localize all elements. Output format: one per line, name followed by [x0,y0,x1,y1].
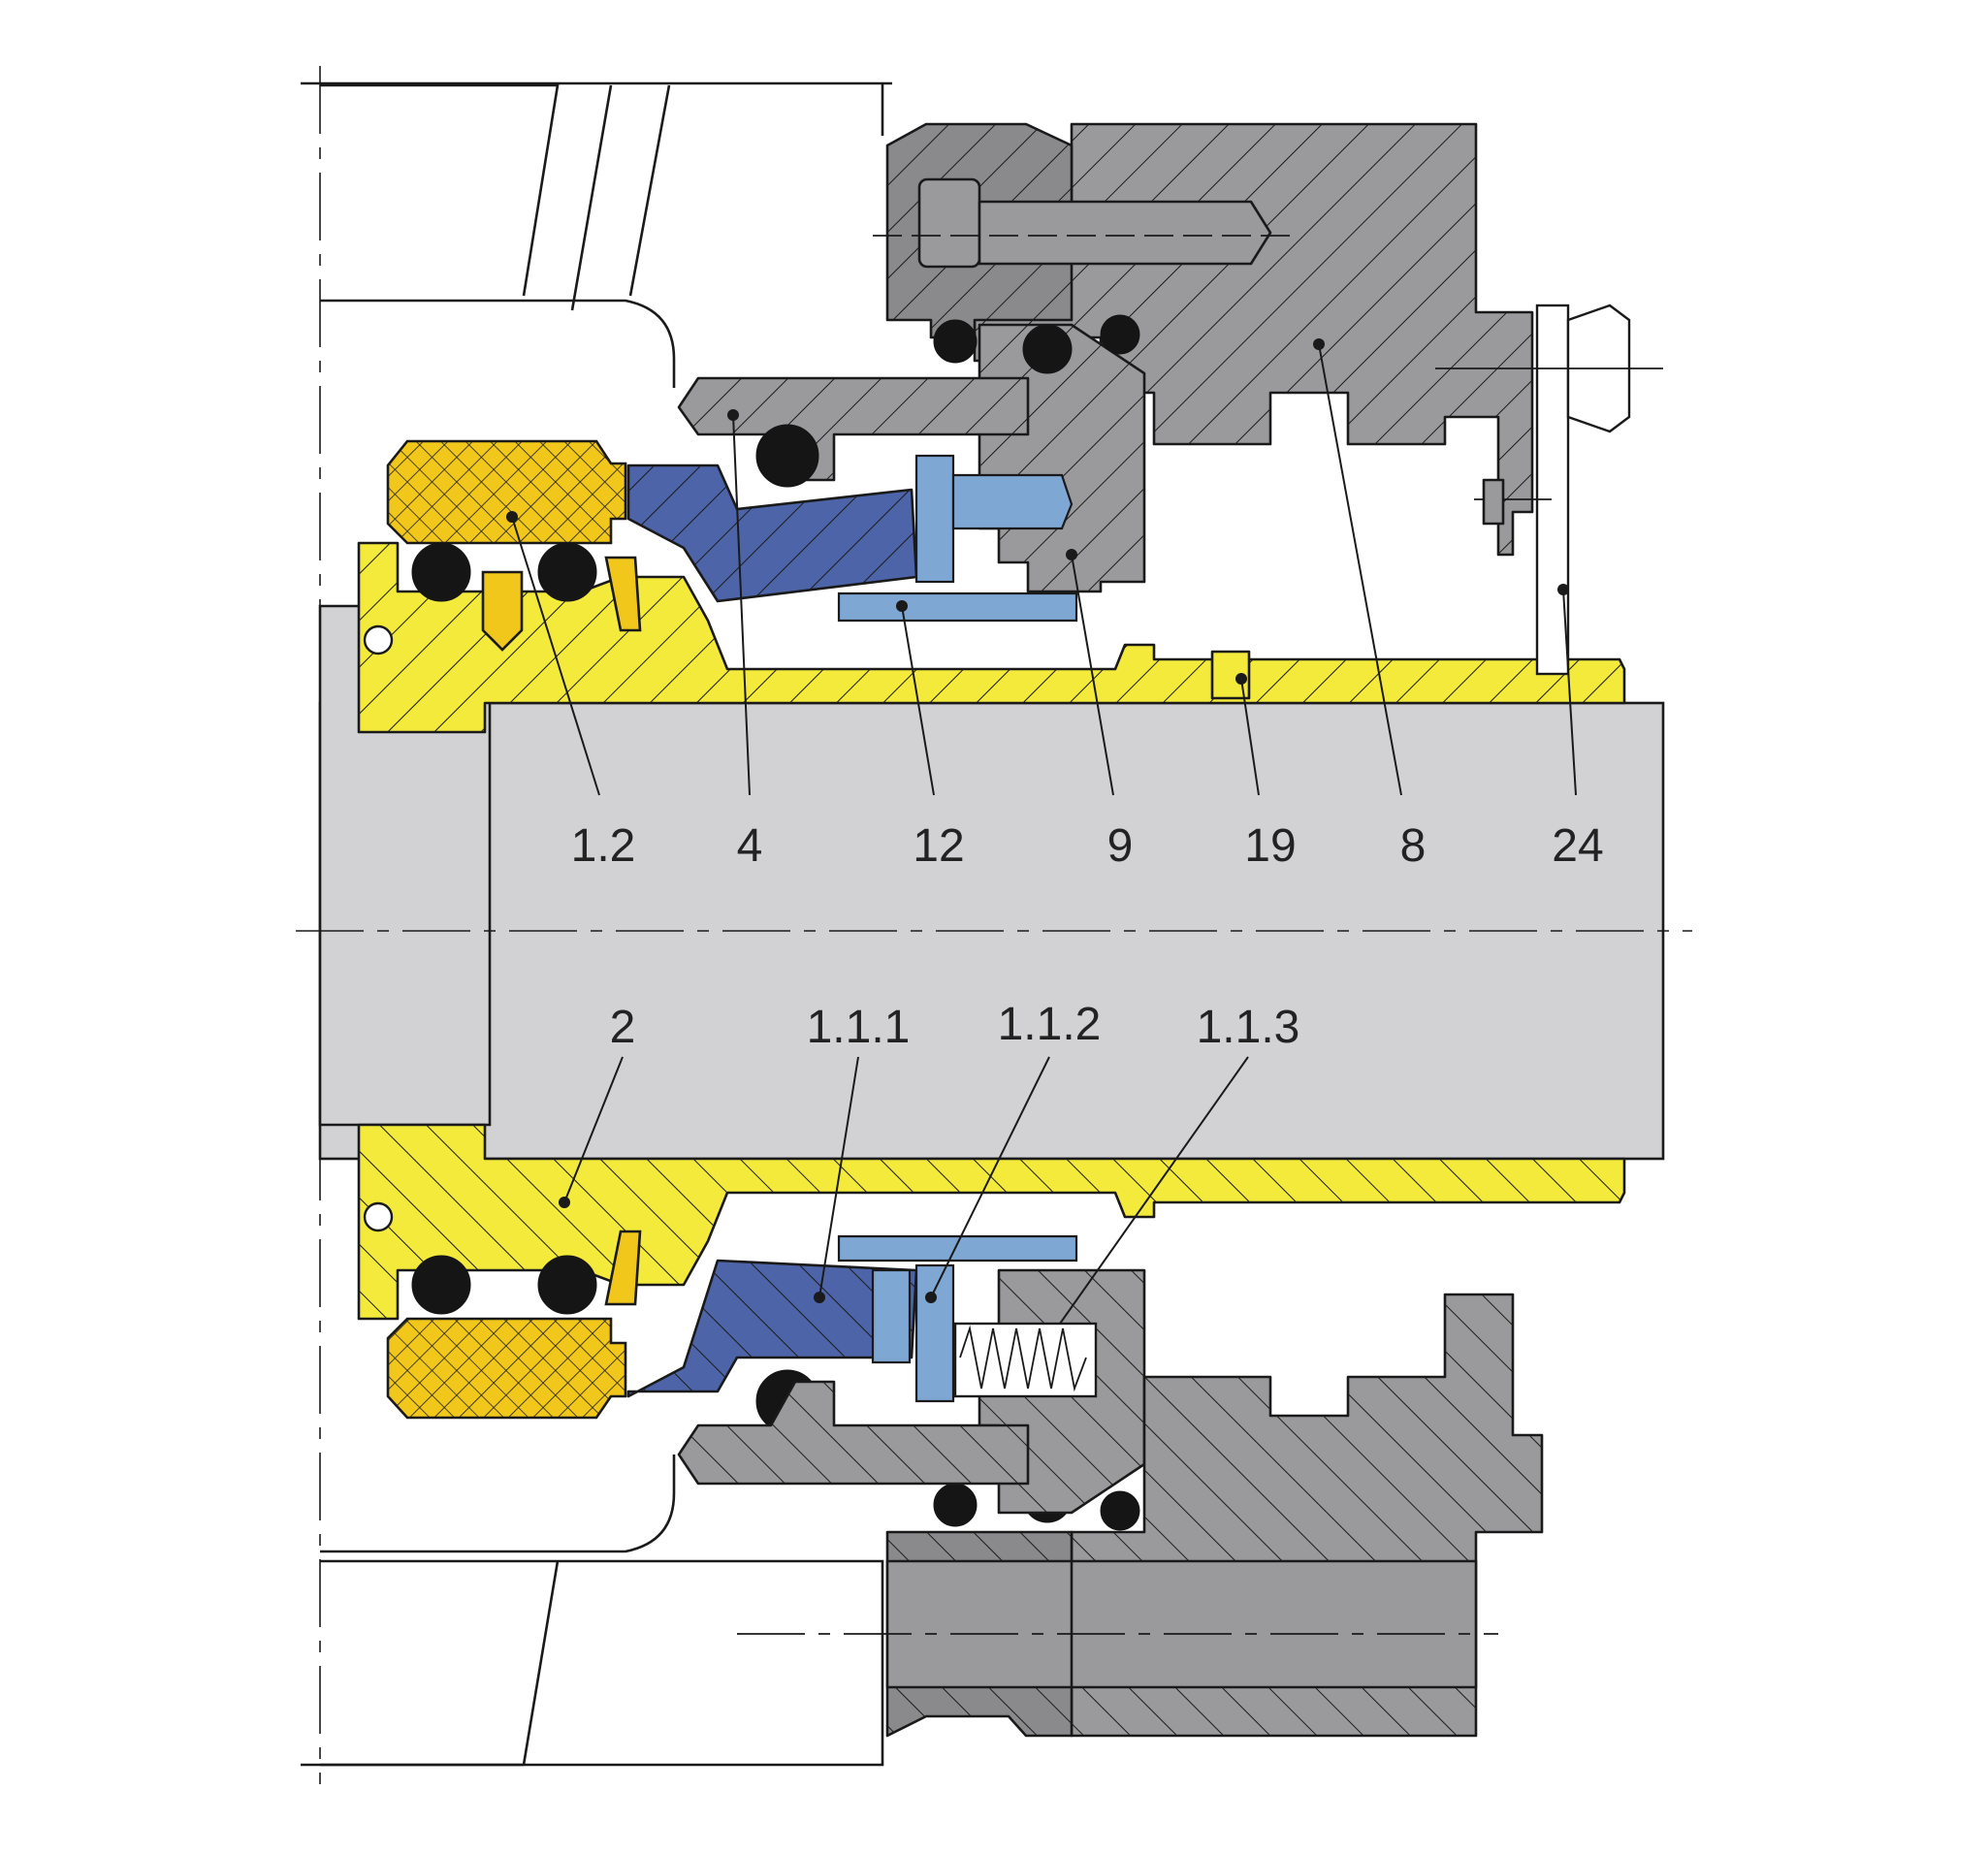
label-12: 12 [913,820,964,872]
spring-icon [959,1325,1087,1392]
label-1-2: 1.2 [571,820,636,872]
label-19: 19 [1244,820,1296,872]
label-9: 9 [1107,820,1134,872]
spring-plate-top [837,591,1078,623]
label-1-1-1: 1.1.1 [807,1002,911,1053]
clip-plate [1535,304,1570,676]
clamp-collar-bottom [386,1317,627,1420]
cap-screw-head [917,177,981,269]
gland-housing-bottom [737,1293,1544,1738]
label-1-1-2: 1.1.2 [998,999,1102,1050]
shaft-sleeve-bottom [357,1123,1626,1321]
set-screw [481,570,524,652]
sleeve-oring-top [363,624,394,655]
cap-screw-shank [978,200,1272,266]
part-labels: 1.2 4 12 9 19 8 24 2 1.1.1 1.1.2 1.1.3 [506,338,1604,1325]
label-8: 8 [1400,820,1427,872]
spring-pocket [953,1322,1098,1398]
label-1-1-3: 1.1.3 [1197,1002,1300,1053]
rotating-face-bottom [626,1259,918,1398]
spring-plate-bottom [837,1234,1078,1263]
drive-pin-top [951,473,1074,530]
sleeve-oring-bottom [363,1201,394,1232]
drive-plate-top [914,454,955,584]
gland-bottom [677,1380,1030,1486]
gland-top [677,376,1030,482]
setting-clip [1435,304,1663,676]
rotating-face-top [626,464,918,603]
clamp-collar-top [386,439,627,545]
label-4: 4 [737,820,763,872]
label-24: 24 [1552,820,1603,872]
label-2: 2 [610,1002,636,1053]
